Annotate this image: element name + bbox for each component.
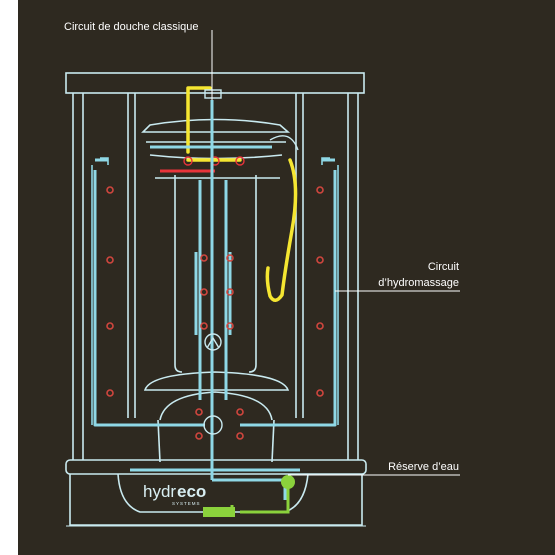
nozzle <box>316 186 324 194</box>
nozzle <box>226 254 234 262</box>
nozzle <box>195 432 203 440</box>
nozzle <box>106 389 114 397</box>
nozzle <box>236 408 244 416</box>
hydreco-logo: hydr eco SYSTEMS <box>143 482 206 506</box>
diagram-background <box>18 0 555 555</box>
nozzle <box>226 288 234 296</box>
label-hydromassage-circuit-line2: d’hydromassage <box>378 277 459 289</box>
label-hydromassage-circuit-line1: Circuit <box>428 261 459 273</box>
nozzle <box>200 254 208 262</box>
nozzle <box>316 256 324 264</box>
nozzle <box>106 256 114 264</box>
leader-lines <box>211 30 460 476</box>
logo-main-left: hydr <box>143 482 176 501</box>
reserve-pump-head <box>281 475 295 489</box>
nozzle <box>200 288 208 296</box>
nozzle <box>106 322 114 330</box>
nozzle <box>316 322 324 330</box>
label-classic-shower-circuit: Circuit de douche classique <box>64 21 199 33</box>
nozzle <box>195 408 203 416</box>
label-water-reserve: Réserve d’eau <box>388 461 459 473</box>
nozzle <box>106 186 114 194</box>
nozzle <box>226 322 234 330</box>
logo-main-right: eco <box>177 482 206 501</box>
classic-shower-pipe <box>186 86 298 302</box>
side-jet-rails <box>91 157 339 425</box>
center-valve <box>203 333 223 435</box>
nozzle <box>200 322 208 330</box>
nozzle <box>316 389 324 397</box>
logo-subtitle: SYSTEMS <box>172 501 201 506</box>
reserve-tank <box>203 507 235 517</box>
jet-nozzles <box>106 186 324 440</box>
nozzle <box>236 432 244 440</box>
shower-head-fittings <box>183 89 299 166</box>
